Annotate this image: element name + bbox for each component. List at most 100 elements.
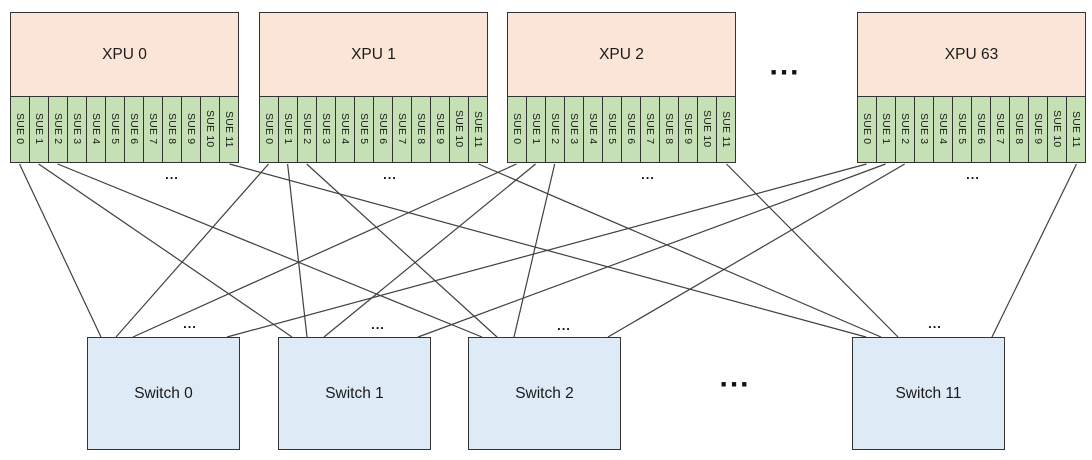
sue-label: SUE 0 <box>511 113 524 145</box>
sue-box: SUE 2 <box>47 95 69 163</box>
sue-box: SUE 8 <box>410 95 432 163</box>
sue-to-switch-link <box>132 163 517 338</box>
xpu-group-63: XPU 63 SUE 0 SUE 1 SUE 2 SUE 3 SUE 4 SUE 5 SUE… <box>857 12 1086 163</box>
ellipsis-above-switch-0: ... <box>183 316 197 332</box>
sue-box: SUE 5 <box>601 95 623 163</box>
sue-box: SUE 6 <box>123 95 145 163</box>
sue-box: SUE 2 <box>894 95 916 163</box>
xpu-box-1: XPU 1 <box>259 12 488 97</box>
sue-label: SUE 3 <box>320 113 333 145</box>
sue-label: SUE 2 <box>301 113 314 145</box>
sue-label: SUE 5 <box>606 113 618 145</box>
sue-to-switch-link <box>991 163 1078 338</box>
xpu-box-2: XPU 2 <box>507 12 736 97</box>
sue-box: SUE 1 <box>28 95 50 163</box>
sue-label: SUE 9 <box>681 113 694 145</box>
sue-box: SUE 0 <box>507 95 528 163</box>
ellipsis-above-switch-1: ... <box>371 317 385 333</box>
sue-box: SUE 7 <box>391 95 413 163</box>
ellipsis-under-xpu-63: ... <box>966 167 980 183</box>
sue-box: SUE 0 <box>259 95 280 163</box>
sue-box: SUE 4 <box>85 95 107 163</box>
sue-to-switch-link <box>306 163 498 338</box>
xpu-box-0: XPU 0 <box>10 12 239 97</box>
sue-box: SUE 3 <box>315 95 337 163</box>
sue-label: SUE 3 <box>71 113 84 145</box>
switch-box-0: Switch 0 <box>87 337 240 450</box>
sue-label: SUE 9 <box>433 113 446 145</box>
sue-label: SUE 7 <box>643 113 656 145</box>
sue-label: SUE 5 <box>358 113 370 145</box>
sue-box: SUE 5 <box>951 95 973 163</box>
sue-label: SUE 4 <box>90 113 103 145</box>
sue-label: SUE 4 <box>587 113 600 145</box>
sue-label: SUE 6 <box>127 113 140 145</box>
sue-label: SUE 9 <box>1031 113 1044 145</box>
sue-to-switch-link <box>417 163 886 338</box>
sue-label: SUE 1 <box>282 113 295 145</box>
sue-box: SUE 1 <box>525 95 547 163</box>
sue-label: SUE 0 <box>861 113 874 145</box>
sue-to-switch-link <box>57 163 483 338</box>
sue-label: SUE 9 <box>184 113 197 145</box>
sue-box: SUE 7 <box>142 95 164 163</box>
sue-label: SUE 7 <box>146 113 159 145</box>
sue-box: SUE 2 <box>544 95 566 163</box>
sue-label: SUE 2 <box>52 113 65 145</box>
sue-to-switch-link <box>478 163 882 338</box>
sue-box: SUE 4 <box>334 95 356 163</box>
sue-label: SUE 8 <box>1012 113 1025 145</box>
sue-label: SUE 6 <box>376 113 389 145</box>
sue-box: SUE 8 <box>161 95 183 163</box>
sue-box: SUE 8 <box>658 95 680 163</box>
sue-box: SUE 2 <box>296 95 318 163</box>
sue-box: SUE 3 <box>913 95 935 163</box>
sue-box: SUE 9 <box>180 95 202 163</box>
sue-label: SUE 8 <box>165 113 178 145</box>
sue-label: SUE 11 <box>222 110 235 148</box>
sue-to-switch-link <box>226 163 867 338</box>
sue-to-switch-link <box>38 163 293 338</box>
sue-to-switch-link <box>18 163 102 338</box>
sue-box: SUE 11 <box>467 95 488 163</box>
sue-to-switch-link <box>115 163 269 338</box>
ellipsis-under-xpu-0: ... <box>165 167 179 183</box>
sue-label: SUE 4 <box>339 113 352 145</box>
sue-label: SUE 3 <box>918 113 931 145</box>
sue-label: SUE 5 <box>109 113 121 145</box>
sue-label: SUE 1 <box>880 113 893 145</box>
sue-label: SUE 1 <box>33 113 46 145</box>
sue-box: SUE 9 <box>429 95 451 163</box>
ellipsis-under-xpu-2: ... <box>641 167 655 183</box>
sue-box: SUE 8 <box>1008 95 1030 163</box>
sue-label: SUE 2 <box>899 113 912 145</box>
sue-label: SUE 6 <box>624 113 637 145</box>
sue-label: SUE 10 <box>700 110 713 148</box>
sue-label: SUE 10 <box>203 110 216 148</box>
sue-label: SUE 0 <box>263 113 276 145</box>
xpu-box-63: XPU 63 <box>857 12 1086 97</box>
sue-box: SUE 5 <box>353 95 375 163</box>
sue-box: SUE 9 <box>1027 95 1049 163</box>
sue-label: SUE 4 <box>937 113 950 145</box>
ellipsis-above-switch-11: ... <box>928 316 942 332</box>
sue-label: SUE 5 <box>956 113 968 145</box>
sue-box: SUE 9 <box>677 95 699 163</box>
switch-box-11: Switch 11 <box>852 337 1005 450</box>
sue-box: SUE 10 <box>696 95 718 163</box>
sue-label: SUE 1 <box>530 113 543 145</box>
sue-box: SUE 7 <box>639 95 661 163</box>
sue-to-switch-link <box>726 163 899 338</box>
sue-label: SUE 10 <box>452 110 465 148</box>
sue-box: SUE 7 <box>989 95 1011 163</box>
sue-box: SUE 10 <box>199 95 221 163</box>
sue-box: SUE 6 <box>372 95 394 163</box>
sue-to-switch-link <box>513 163 556 338</box>
